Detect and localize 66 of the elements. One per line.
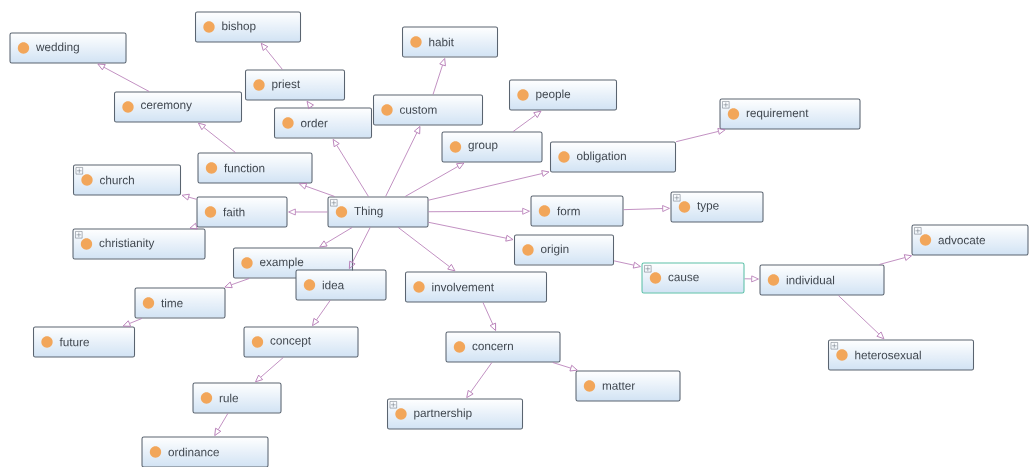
class-box: concern: [445, 331, 561, 363]
arrow: [288, 208, 328, 216]
class-box: group: [441, 131, 543, 163]
class-box: ceremony: [114, 91, 243, 123]
class-box: bishop: [195, 11, 302, 43]
arrow: [385, 126, 421, 197]
arrow: [837, 295, 885, 340]
arrow: [198, 122, 236, 153]
class-box: future: [33, 326, 136, 358]
arrow: [428, 170, 550, 201]
class-box: priest: [245, 69, 346, 101]
arrow: [404, 162, 465, 197]
class-box: advocate: [911, 224, 1029, 256]
arrow: [260, 42, 283, 70]
class-box: custom: [373, 94, 484, 126]
arrow: [319, 227, 353, 248]
class-box: order: [274, 107, 373, 139]
class-box: individual: [759, 264, 885, 296]
arrow: [348, 227, 371, 269]
arrow: [552, 362, 578, 372]
arrow: [432, 58, 446, 95]
class-box: type: [670, 191, 764, 223]
class-box: wedding: [9, 32, 127, 64]
arrow: [97, 63, 150, 92]
class-box: people: [509, 79, 618, 111]
class-box: heterosexual: [827, 339, 975, 371]
arrow: [224, 278, 250, 289]
class-box: faith: [196, 196, 288, 228]
class-box: partnership: [387, 398, 524, 430]
arrow: [122, 318, 143, 327]
class-box: cause: [641, 262, 745, 294]
class-box: involvement: [405, 271, 548, 303]
arrow: [298, 182, 335, 197]
class-box: function: [197, 152, 313, 184]
class-box: requirement: [719, 98, 861, 130]
arrow: [181, 193, 197, 201]
arrow: [214, 413, 229, 436]
arrow: [512, 110, 542, 132]
arrow: [189, 222, 198, 230]
class-box: obligation: [550, 141, 677, 173]
arrow: [312, 300, 331, 327]
arrow: [879, 254, 912, 265]
class-box: time: [134, 287, 226, 319]
class-box: rule: [192, 382, 282, 414]
arrow: [428, 207, 530, 215]
arrow: [306, 100, 314, 109]
class-box: concept: [243, 326, 359, 358]
class-box: ordinance: [141, 436, 269, 467]
arrow: [466, 362, 493, 399]
arrow: [482, 302, 496, 331]
class-box: church: [73, 164, 182, 196]
class-box: christianity: [72, 228, 206, 260]
class-box: form: [530, 195, 624, 227]
arrow: [613, 260, 641, 269]
arrow: [428, 221, 514, 242]
arrow: [255, 357, 284, 383]
class-box: origin: [514, 234, 615, 266]
arrow: [332, 139, 369, 197]
class-box: Thing: [327, 196, 429, 228]
arrow: [744, 275, 759, 283]
class-box: habit: [402, 26, 499, 58]
arrow: [623, 205, 670, 212]
arrow: [675, 128, 726, 143]
arrow: [397, 227, 456, 272]
class-box: matter: [575, 370, 681, 402]
class-box: idea: [295, 269, 387, 301]
